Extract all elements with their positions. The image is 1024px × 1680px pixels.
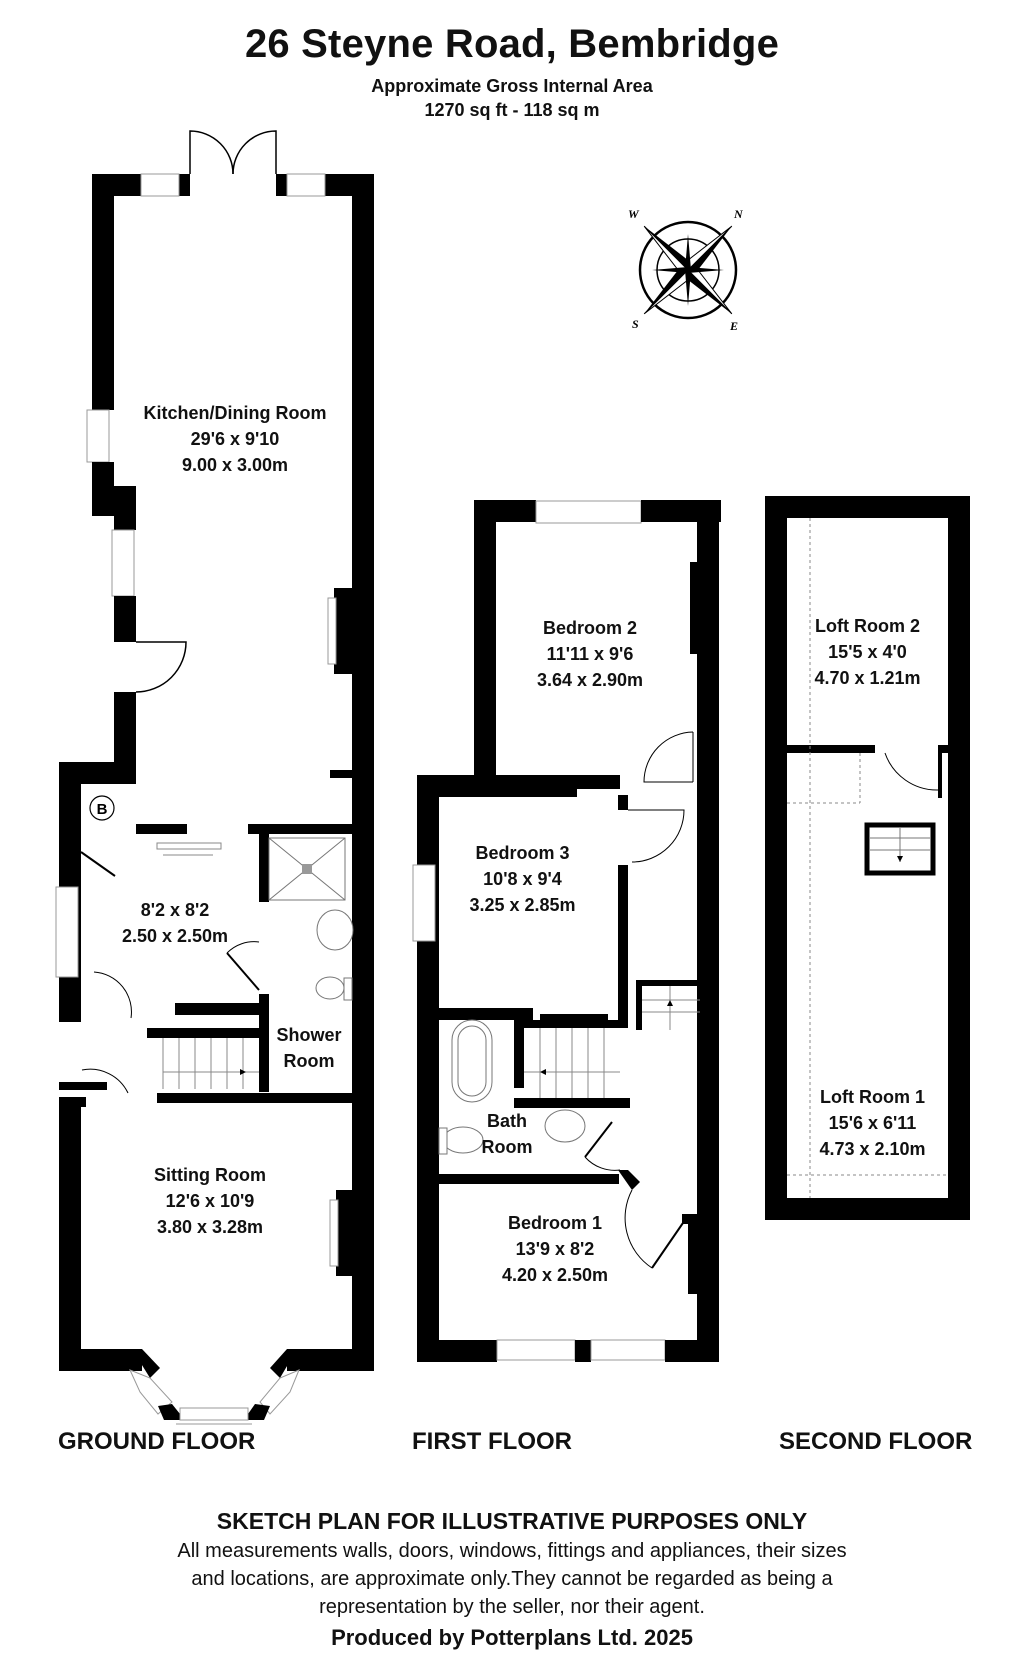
room-label-bedroom-1: Bedroom 1 13'9 x 8'2 4.20 x 2.50m [475,1210,635,1288]
room-label-loft-room-1: Loft Room 1 15'6 x 6'11 4.73 x 2.10m [792,1084,953,1162]
producer-credit: Produced by Potterplans Ltd. 2025 [331,1625,693,1650]
room-size-imperial: 10'8 x 9'4 [483,869,562,889]
room-name: Loft Room 1 [820,1087,925,1107]
disclaimer-line-1: All measurements walls, doors, windows, … [177,1540,847,1562]
svg-text:W: W [628,207,640,221]
floor-label-second: SECOND FLOOR [779,1428,973,1455]
room-size-imperial: 15'5 x 4'0 [828,642,907,662]
room-label-bedroom-3: Bedroom 3 10'8 x 9'4 3.25 x 2.85m [445,840,600,918]
svg-text:N: N [733,207,744,221]
svg-text:E: E [729,319,738,333]
page-title: 26 Steyne Road, Bembridge [244,22,780,66]
room-label-loft-room-2: Loft Room 2 15'5 x 4'0 4.70 x 1.21m [787,613,948,691]
area-label: Approximate Gross Internal Area [371,76,653,96]
room-label-kitchen-dining: Kitchen/Dining Room 29'6 x 9'10 9.00 x 3… [120,400,350,478]
room-size-metric: 3.64 x 2.90m [536,670,644,690]
floor-label-ground: GROUND FLOOR [58,1428,256,1455]
room-size-metric: 3.25 x 2.85m [469,895,576,915]
svg-text:B: B [97,801,108,818]
room-size-imperial: 15'6 x 6'11 [828,1113,917,1133]
room-size-metric: 3.80 x 3.28m [156,1217,264,1237]
room-size-metric: 4.70 x 1.21m [814,668,921,688]
room-label-sitting-room: Sitting Room 12'6 x 10'9 3.80 x 3.28m [110,1162,310,1240]
disclaimer-line-3: representation by the seller, nor their … [319,1596,705,1618]
room-name: Loft Room 2 [815,616,920,636]
room-label-bedroom-2: Bedroom 2 11'11 x 9'6 3.64 x 2.90m [510,615,670,693]
room-name: Bedroom 2 [542,618,638,638]
room-label-shower-room: Shower Room [266,1022,352,1074]
room-size-imperial: 13'9 x 8'2 [515,1239,595,1259]
room-name: Shower [276,1025,342,1045]
room-name-line2: Room [481,1137,533,1157]
sketch-plan-heading: SKETCH PLAN FOR ILLUSTRATIVE PURPOSES ON… [216,1508,808,1534]
room-name: Kitchen/Dining Room [143,403,327,423]
room-size-imperial: 8'2 x 8'2 [140,900,210,920]
room-size-imperial: 11'11 x 9'6 [546,644,634,664]
room-size-imperial: 29'6 x 9'10 [190,429,280,449]
svg-text:S: S [632,317,639,331]
second-floor-plan [765,496,970,1220]
room-name: Bedroom 1 [507,1213,603,1233]
room-name: Sitting Room [154,1165,266,1185]
room-size-imperial: 12'6 x 10'9 [165,1191,255,1211]
room-label-hall: 8'2 x 8'2 2.50 x 2.50m [100,897,250,949]
ground-floor-plan: B [55,130,374,1425]
room-size-metric: 2.50 x 2.50m [121,926,229,946]
room-name-line2: Room [283,1051,335,1071]
area-value: 1270 sq ft - 118 sq m [424,100,600,120]
floor-label-first: FIRST FLOOR [412,1428,572,1455]
room-size-metric: 4.73 x 2.10m [819,1139,926,1159]
disclaimer-line-2: and locations, are approximate only.They… [191,1568,833,1590]
room-name: Bath [487,1111,527,1131]
room-size-metric: 9.00 x 3.00m [181,455,289,475]
compass-rose-icon: N E S W [628,207,744,333]
room-size-metric: 4.20 x 2.50m [501,1265,609,1285]
room-label-bath-room: Bath Room [472,1108,542,1160]
first-floor-plan [412,500,721,1362]
room-name: Bedroom 3 [475,843,570,863]
